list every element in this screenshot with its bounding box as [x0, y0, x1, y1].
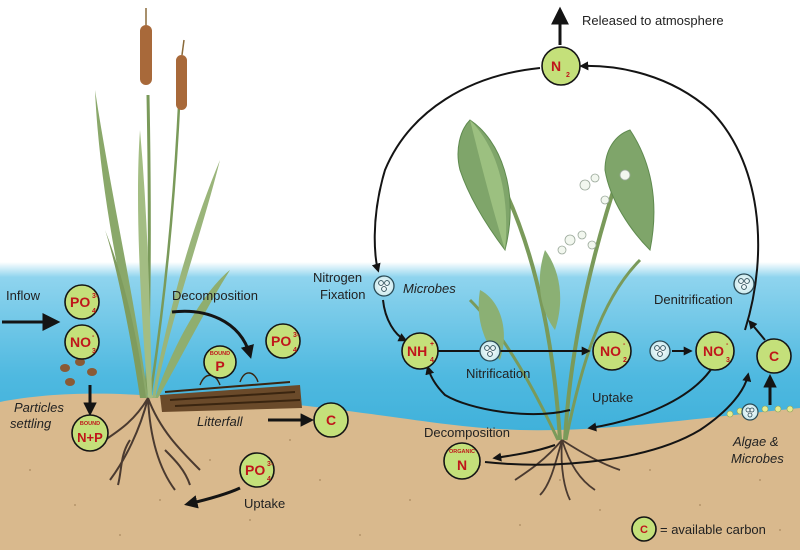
svg-text:PO: PO — [70, 294, 90, 310]
cattail-roots — [104, 397, 201, 491]
svg-text:NO: NO — [70, 334, 91, 350]
svg-text:4: 4 — [293, 347, 297, 354]
label-released: Released to atmosphere — [582, 13, 724, 28]
svg-text:3: 3 — [92, 348, 96, 355]
node-carbon-left: C — [313, 402, 349, 438]
svg-text:3-: 3- — [293, 332, 300, 339]
svg-text:NO: NO — [703, 343, 724, 359]
svg-text:2: 2 — [623, 357, 627, 364]
arrow-organic-n-to-no3 — [484, 372, 752, 466]
flower-cluster — [557, 169, 631, 255]
legend-label: = available carbon — [660, 522, 766, 537]
svg-text:4: 4 — [92, 308, 96, 315]
label-denitrification: Denitrification — [654, 292, 733, 307]
sediment — [0, 393, 800, 550]
microbe-icon — [733, 273, 755, 295]
label-nitrogen-fixation: Nitrogen Fixation — [313, 270, 366, 302]
node-bound-np: BOUND N+P — [71, 414, 109, 452]
svg-text:C: C — [640, 524, 648, 536]
svg-text:PO: PO — [245, 462, 265, 478]
label-litterfall: Litterfall — [197, 414, 244, 429]
label-decomposition-left: Decomposition — [172, 288, 258, 303]
arrow-decomp-to-organic-n — [492, 444, 556, 462]
svg-text:3: 3 — [726, 357, 730, 364]
label-uptake-left: Uptake — [244, 496, 285, 511]
arrow-fixation-to-nh4 — [382, 299, 408, 342]
node-no2: NO 2 - — [592, 331, 632, 371]
legend-carbon-icon: C — [631, 516, 657, 542]
node-po4-uptake: PO 4 3- — [239, 452, 275, 488]
label-microbes: Microbes — [403, 281, 456, 296]
svg-text:-: - — [623, 341, 626, 348]
svg-text:N: N — [457, 457, 467, 473]
cattail-head — [176, 55, 187, 110]
arrow-denitrification-to-n2 — [579, 61, 760, 331]
svg-text:P: P — [215, 358, 224, 374]
microbe-icon — [649, 340, 671, 362]
label-uptake-right: Uptake — [592, 390, 633, 405]
node-carbon-right: C — [756, 338, 792, 374]
arrow-decomposition — [171, 309, 254, 359]
svg-text:BOUND: BOUND — [80, 421, 100, 427]
arrow-c-to-no3 — [748, 319, 766, 341]
node-no3-inflow: NO 3 - — [64, 324, 100, 360]
node-bound-p: BOUND P — [203, 345, 237, 379]
settling-particles — [60, 358, 97, 386]
node-po4-decomposition: PO 4 3- — [265, 323, 301, 359]
svg-text:4: 4 — [267, 476, 271, 483]
microbe-icon — [479, 340, 501, 362]
label-nitrification: Nitrification — [466, 366, 530, 381]
cattail-head — [140, 25, 152, 85]
node-organic-n: ORGANIC N — [443, 442, 481, 480]
svg-text:2: 2 — [566, 72, 570, 79]
svg-text:PO: PO — [271, 333, 291, 349]
svg-text:-: - — [92, 333, 95, 340]
label-decomposition-right: Decomposition — [424, 425, 510, 440]
arrow-no3-uptake — [587, 367, 713, 432]
sediment-speckles — [29, 439, 781, 536]
node-n2: N 2 — [541, 46, 581, 86]
microbe-icon — [741, 403, 759, 421]
svg-text:+: + — [430, 341, 434, 348]
svg-text:NH: NH — [407, 343, 427, 359]
microbe-icon — [373, 275, 395, 297]
node-no3-right: NO 3 - — [695, 331, 735, 371]
svg-text:3-: 3- — [92, 293, 99, 300]
svg-text:NO: NO — [600, 343, 621, 359]
arrowhead-plant — [457, 119, 655, 441]
label-particles-settling: Particles settling — [10, 400, 67, 431]
arrow-uptake-left — [184, 486, 241, 509]
svg-text:3-: 3- — [267, 461, 274, 468]
node-nh4: NH 4 + — [401, 332, 439, 370]
label-inflow: Inflow — [6, 288, 41, 303]
node-po4-inflow: PO 4 3- — [64, 284, 100, 320]
svg-text:-: - — [726, 341, 729, 348]
svg-text:N: N — [551, 58, 561, 74]
svg-text:C: C — [326, 412, 336, 428]
svg-text:4: 4 — [430, 357, 434, 364]
label-algae-microbes: Algae & Microbes — [731, 434, 784, 466]
arrow-n2-to-fixation — [371, 67, 541, 273]
arrow-uptake-to-nh4 — [425, 365, 571, 415]
svg-text:BOUND: BOUND — [210, 351, 230, 357]
svg-text:ORGANIC: ORGANIC — [449, 449, 475, 455]
svg-text:C: C — [769, 348, 779, 364]
cattail-plant — [95, 8, 230, 399]
svg-text:N+P: N+P — [77, 430, 103, 445]
